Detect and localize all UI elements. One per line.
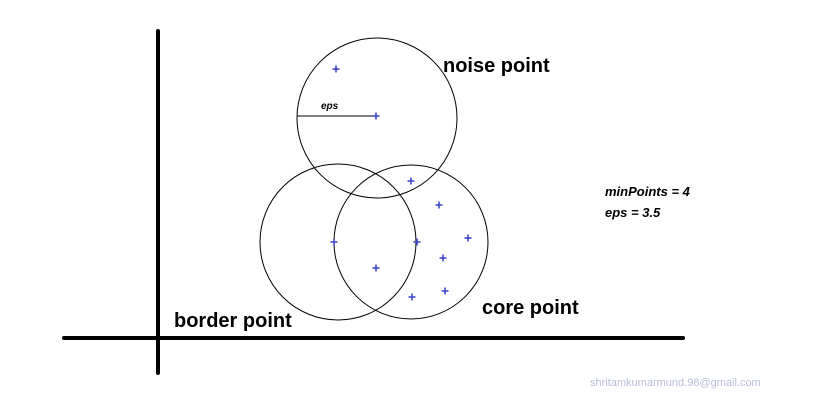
noise-point-label: noise point	[443, 55, 550, 77]
noise-point-circle	[296, 37, 458, 199]
data-point	[332, 65, 340, 73]
core-point-label: core point	[482, 297, 579, 319]
data-point	[435, 201, 443, 209]
data-points	[330, 65, 472, 301]
core-point-circle	[333, 164, 489, 320]
eps-value-label: eps = 3.5	[605, 205, 661, 220]
eps-radius-label: eps	[321, 101, 339, 112]
data-point	[407, 177, 415, 185]
data-point	[464, 234, 472, 242]
min-points-label: minPoints = 4	[605, 184, 691, 199]
data-point	[441, 287, 449, 295]
watermark-text: shritamkumarmund.98@gmail.com	[590, 377, 761, 389]
data-point	[372, 112, 380, 120]
data-point	[408, 293, 416, 301]
data-point	[439, 254, 447, 262]
data-point	[330, 238, 338, 246]
border-point-label: border point	[174, 310, 292, 332]
data-point	[413, 238, 421, 246]
data-point	[372, 264, 380, 272]
